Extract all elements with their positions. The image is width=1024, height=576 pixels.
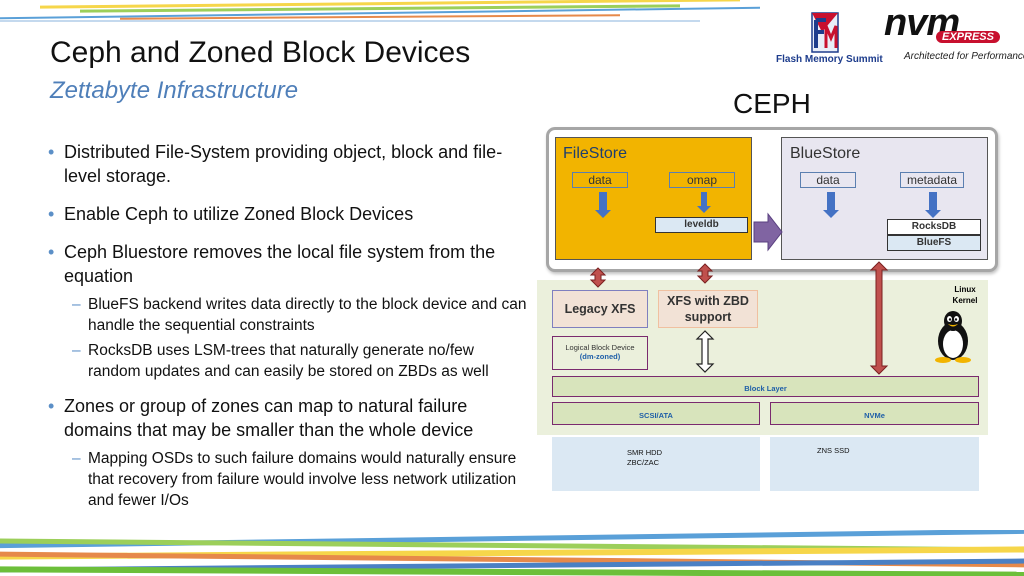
blue-down-arrow-icon — [925, 192, 941, 218]
block-layer-bar: Block Layer — [552, 376, 979, 397]
bullet-item: • Zones or group of zones can map to natu… — [48, 394, 528, 442]
logical-block-device-label: Logical Block Device — [565, 343, 635, 352]
bluefs-box: BlueFS — [887, 235, 981, 251]
sub-bullet-text: Mapping OSDs to such failure domains wou… — [88, 450, 517, 509]
bullet-dot-icon: • — [48, 242, 55, 262]
red-long-double-arrow-icon — [869, 261, 889, 375]
bullet-list: • Distributed File-System providing objec… — [48, 140, 528, 523]
bullet-dot-icon: • — [48, 142, 55, 162]
bullet-item: • Ceph Bluestore removes the local file s… — [48, 240, 528, 288]
nvm-express-logo: nvm EXPRESS Architected for Performance — [882, 2, 1024, 64]
red-double-arrow-icon — [589, 267, 607, 288]
leveldb-box: leveldb — [655, 217, 748, 233]
filestore-data-label: data — [572, 172, 628, 188]
bluestore-title: BlueStore — [790, 145, 861, 162]
zbc-zac-label: ZBC/ZAC — [627, 458, 660, 467]
purple-right-arrow-icon — [753, 212, 783, 252]
sub-bullet-text: RocksDB uses LSM-trees that naturally ge… — [88, 342, 489, 380]
sub-bullet-item: –RocksDB uses LSM-trees that naturally g… — [48, 340, 528, 382]
xfs-zbd-box: XFS with ZBD support — [658, 290, 758, 328]
express-badge: EXPRESS — [936, 31, 1000, 43]
zns-ssd-device — [770, 437, 979, 491]
blue-down-arrow-icon — [697, 192, 711, 213]
filestore-omap-label: omap — [669, 172, 735, 188]
bluestore-data-label: data — [800, 172, 856, 188]
zns-ssd-label: ZNS SSD — [817, 446, 850, 455]
sub-bullet-dash-icon: – — [72, 296, 81, 313]
bullet-item: • Enable Ceph to utilize Zoned Block Devi… — [48, 202, 528, 226]
xfs-zbd-label: XFS with ZBD support — [667, 294, 749, 324]
sub-bullet-dash-icon: – — [72, 342, 81, 359]
bottom-stripe — [0, 530, 1024, 576]
slide-subtitle: Zettabyte Infrastructure — [50, 77, 299, 104]
legacy-xfs-box: Legacy XFS — [552, 290, 648, 328]
bullet-text: Enable Ceph to utilize Zoned Block Devic… — [64, 204, 414, 224]
fms-logo: Flash Memory Summit — [776, 10, 883, 68]
dm-zoned-label: (dm-zoned) — [579, 352, 621, 361]
white-double-arrow-icon — [695, 330, 715, 373]
slide-title: Ceph and Zoned Block Devices — [50, 36, 471, 69]
bluestore-metadata-label: metadata — [900, 172, 964, 188]
sub-bullet-item: –BlueFS backend writes data directly to … — [48, 294, 528, 336]
sub-bullet-dash-icon: – — [72, 450, 81, 467]
scsi-ata-label: SCSI/ATA — [639, 411, 673, 420]
logical-block-device-box: Logical Block Device (dm-zoned) — [552, 336, 648, 370]
red-double-arrow-icon — [696, 263, 714, 284]
smr-hdd-label: SMR HDD — [627, 448, 662, 457]
smr-hdd-device — [552, 437, 760, 491]
bullet-text: Zones or group of zones can map to natur… — [64, 396, 474, 440]
bullet-text: Ceph Bluestore removes the local file sy… — [64, 242, 496, 286]
rocksdb-box: RocksDB — [887, 219, 981, 235]
nvme-bar: NVMe — [770, 402, 979, 425]
top-stripe — [0, 0, 1024, 30]
sub-bullet-text: BlueFS backend writes data directly to t… — [88, 296, 527, 334]
sub-bullet-item: –Mapping OSDs to such failure domains wo… — [48, 448, 528, 511]
linux-kernel-label: Linux Kernel — [952, 285, 978, 305]
bullet-item: • Distributed File-System providing objec… — [48, 140, 528, 188]
bullet-dot-icon: • — [48, 204, 55, 224]
ceph-label: CEPH — [733, 88, 811, 119]
scsi-ata-bar: SCSI/ATA — [552, 402, 760, 425]
block-layer-label: Block Layer — [744, 384, 787, 393]
filestore-title: FileStore — [563, 145, 628, 162]
tux-penguin-icon — [935, 311, 971, 363]
blue-down-arrow-icon — [823, 192, 839, 218]
fms-logo-text: Flash Memory Summit — [776, 54, 883, 65]
diagram-arrows — [589, 192, 941, 375]
bullet-text: Distributed File-System providing object… — [64, 142, 503, 186]
legacy-xfs-label: Legacy XFS — [564, 302, 636, 316]
fms-logo-icon — [811, 12, 839, 53]
nvme-label: NVMe — [864, 411, 885, 420]
nvm-tagline: Architected for Performance — [904, 51, 1024, 62]
filestore-box — [555, 137, 752, 260]
bullet-dot-icon: • — [48, 396, 55, 416]
blue-down-arrow-icon — [595, 192, 611, 218]
